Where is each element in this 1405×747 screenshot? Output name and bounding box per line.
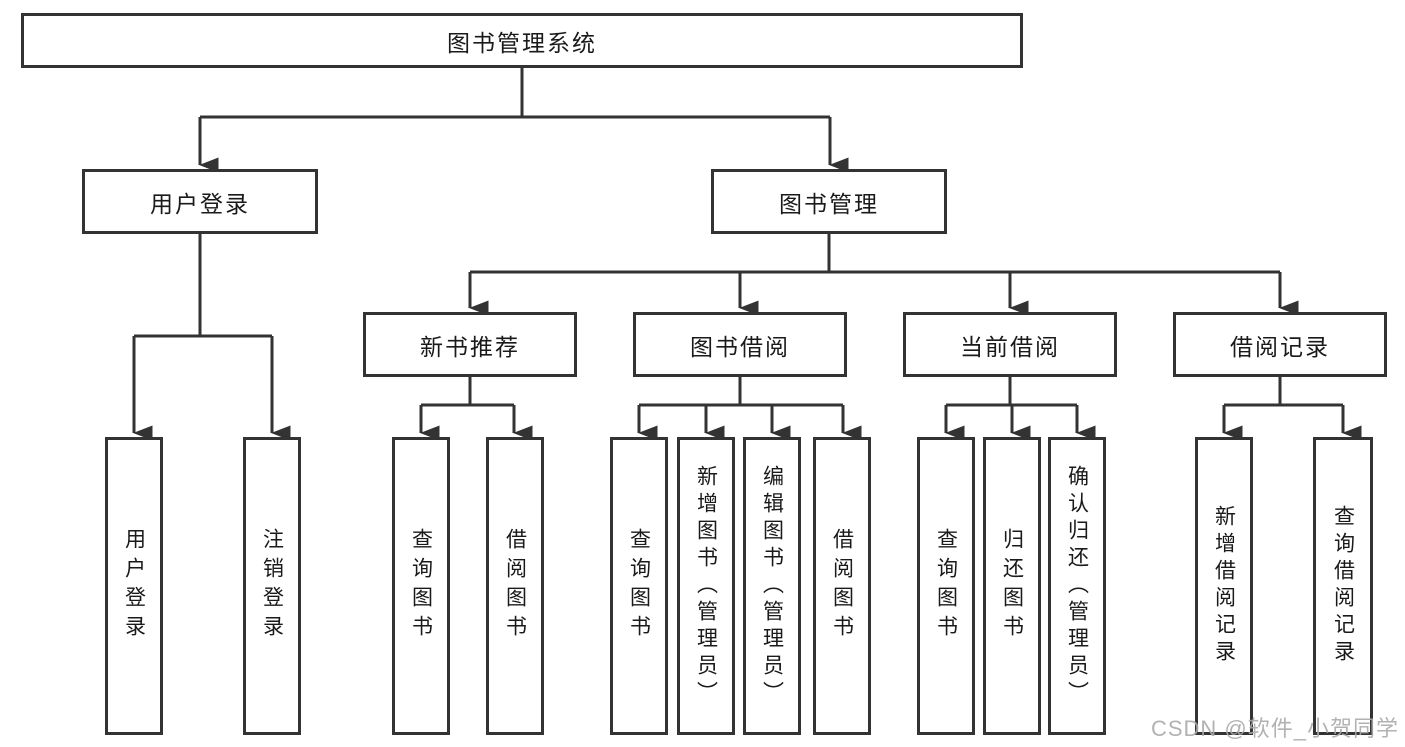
leaf-return-books-label: 归还图书 [1000, 528, 1024, 644]
node-book-management-label: 图书管理 [779, 190, 879, 217]
node-current-borrowing: 当前借阅 [903, 312, 1117, 377]
connector-book-management-split [470, 234, 1280, 274]
connector-root-split [200, 68, 830, 119]
leaf-query-borrow-record-label: 查询借阅记录 [1331, 505, 1355, 667]
leaf-query-books-recommend-label: 查询图书 [409, 528, 433, 644]
leaf-add-borrow-record: 新增借阅记录 [1195, 437, 1253, 735]
node-user-login-label: 用户登录 [150, 190, 250, 217]
leaf-logout: 注销登录 [243, 437, 301, 735]
leaf-query-books-recommend: 查询图书 [392, 437, 450, 735]
leaf-add-books-admin: 新增图书（管理员） [677, 437, 735, 735]
node-book-management: 图书管理 [711, 169, 947, 234]
node-system-root: 图书管理系统 [21, 13, 1023, 68]
connector-current-split [946, 377, 1077, 407]
leaf-user-login-label: 用户登录 [122, 528, 146, 644]
connector-borrowing-split [639, 377, 843, 407]
connector-records-split [1224, 377, 1343, 407]
connector-user-login-split [134, 234, 272, 338]
leaf-borrow-books-recommend-label: 借阅图书 [503, 528, 527, 644]
leaf-logout-label: 注销登录 [260, 528, 284, 644]
node-system-root-label: 图书管理系统 [447, 29, 597, 56]
leaf-query-books-current: 查询图书 [917, 437, 975, 735]
leaf-borrow-books-recommend: 借阅图书 [486, 437, 544, 735]
leaf-add-borrow-record-label: 新增借阅记录 [1212, 505, 1236, 667]
node-book-borrowing: 图书借阅 [633, 312, 847, 377]
leaf-user-login: 用户登录 [105, 437, 163, 735]
leaf-add-books-admin-label: 新增图书（管理员） [694, 464, 718, 708]
leaf-confirm-return-admin-label: 确认归还（管理员） [1065, 464, 1089, 708]
leaf-query-books-current-label: 查询图书 [934, 528, 958, 644]
leaf-edit-books-admin-label: 编辑图书（管理员） [760, 464, 784, 708]
leaf-query-books-borrowing: 查询图书 [610, 437, 668, 735]
node-new-book-recommend: 新书推荐 [363, 312, 577, 377]
leaf-query-books-borrowing-label: 查询图书 [627, 528, 651, 644]
leaf-confirm-return-admin: 确认归还（管理员） [1048, 437, 1106, 735]
node-user-login: 用户登录 [82, 169, 318, 234]
leaf-query-borrow-record: 查询借阅记录 [1313, 437, 1373, 735]
leaf-edit-books-admin: 编辑图书（管理员） [743, 437, 801, 735]
leaf-borrow-books-borrowing-label: 借阅图书 [830, 528, 854, 644]
node-new-book-recommend-label: 新书推荐 [420, 333, 520, 360]
node-borrow-records-label: 借阅记录 [1230, 333, 1330, 360]
node-borrow-records: 借阅记录 [1173, 312, 1387, 377]
leaf-return-books: 归还图书 [983, 437, 1041, 735]
leaf-borrow-books-borrowing: 借阅图书 [813, 437, 871, 735]
connector-recommend-split [421, 377, 514, 407]
node-book-borrowing-label: 图书借阅 [690, 333, 790, 360]
node-current-borrowing-label: 当前借阅 [960, 333, 1060, 360]
csdn-watermark: CSDN @软件_小贺同学 [1150, 716, 1399, 741]
